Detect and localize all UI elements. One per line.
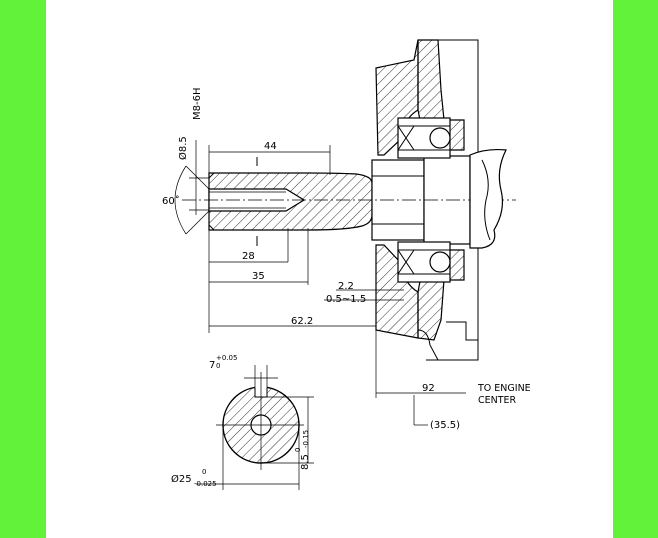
dim-0-5-1-5: 0.5~1.5 — [326, 294, 366, 305]
engine-center-line2: CENTER — [478, 395, 517, 406]
dim-key-width-tol-upper: +0.05 — [216, 354, 237, 362]
dim-key-width-tol-lower: 0 — [216, 362, 220, 370]
shaft-drawing: M8-6H Ø8.5 44 60˚ 28 35 2.2 0.5~1.5 62.2… — [162, 39, 531, 490]
dim-28: 28 — [242, 251, 255, 262]
dim-35: 35 — [252, 271, 265, 282]
dim-thread: M8-6H — [192, 88, 203, 120]
dim-2-2: 2.2 — [338, 281, 354, 292]
bearing-upper — [397, 117, 451, 159]
engine-center-line1: TO ENGINE — [477, 383, 531, 394]
shaft-side-view — [182, 155, 516, 246]
dim-key-depth: 8.5 — [300, 454, 311, 470]
keyway-section — [196, 365, 314, 490]
dim-60-deg: 60˚ — [162, 195, 180, 207]
dim-62-2: 62.2 — [291, 316, 313, 327]
bearing-lower — [397, 241, 451, 283]
housing-section — [375, 39, 507, 361]
dim-key-depth-tol-upper: 0 — [294, 448, 302, 452]
crank-web — [469, 148, 507, 249]
dim-44: 44 — [264, 141, 277, 152]
dim-key-depth-tol-lower: -0.15 — [302, 430, 310, 448]
dim-shaft-dia-tol-lower: -0.025 — [194, 480, 217, 488]
dim-shaft-dia: Ø25 — [171, 473, 192, 485]
dimension-lines — [174, 140, 466, 426]
dim-92: 92 — [422, 383, 435, 394]
dim-35-5: (35.5) — [430, 420, 460, 431]
drawing-sheet: M8-6H Ø8.5 44 60˚ 28 35 2.2 0.5~1.5 62.2… — [46, 0, 613, 538]
dim-shaft-dia-tol-upper: 0 — [202, 468, 206, 476]
dim-key-width: 7 — [209, 360, 215, 371]
dim-dia-8-5: Ø8.5 — [177, 136, 189, 160]
